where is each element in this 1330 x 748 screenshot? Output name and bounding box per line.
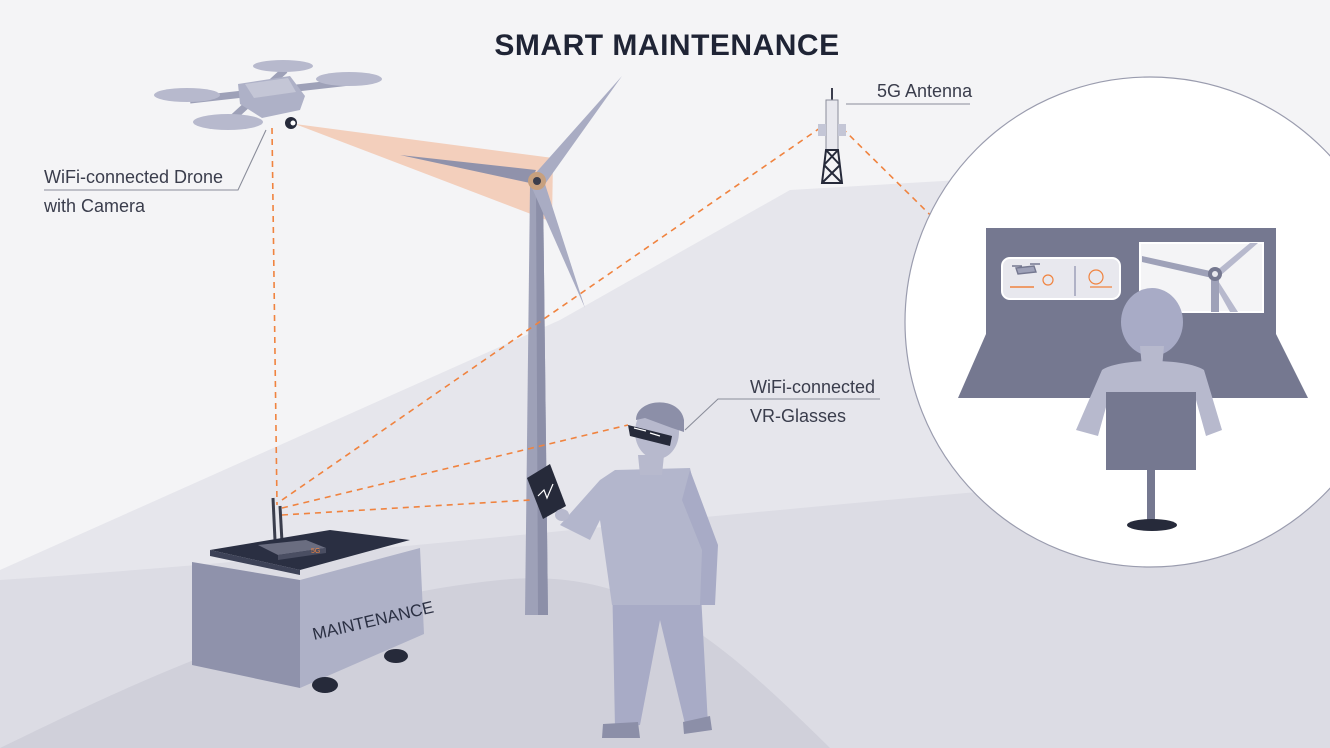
vr-view-gauge [1042,274,1054,286]
glasses-label-line1: WiFi-connected [750,377,875,397]
robot-side-front [300,548,424,688]
drone-rotor [253,60,313,72]
drone-rotor [193,114,263,130]
camera-view-tower [1211,280,1219,312]
robot-wheel [384,649,408,663]
camera-view-hub-center [1212,271,1218,277]
person-legs [612,575,708,728]
antenna-dish [818,124,826,136]
tablet-screen-line [537,483,554,500]
vr-technician [527,402,718,738]
robot-antenna [278,505,284,543]
vr-view-drone-icon [1012,263,1040,275]
vr-glasses [628,425,672,446]
maintenance-robot: 5G MAINTENANCE [192,497,435,693]
vr-view-target [1088,269,1104,285]
drone-rotor [154,88,220,102]
drone [154,60,382,130]
antenna-lattice [820,149,844,184]
glasses-label-line2: VR-Glasses [750,406,846,426]
camera-view-blade [1215,243,1258,276]
5g-antenna-tower [818,88,846,184]
operator-neck [1140,346,1164,368]
antenna-panel [825,99,839,151]
router-front [278,548,326,560]
glasses-label-leader [684,398,880,431]
person-torso [560,468,715,605]
remote-station [904,76,1330,568]
operator-chair-post [1147,470,1155,522]
drone-body-top [245,78,296,98]
drone-label-line1: WiFi-connected Drone [44,167,223,187]
camera-view-blade [1142,256,1215,278]
wind-turbine [400,76,622,615]
robot-antenna [271,497,277,541]
turbine-blade-left [400,155,536,183]
person-neck [638,455,664,475]
link-drone-robot [271,127,278,506]
router-5g-badge: 5G [311,548,320,555]
link-robot-glasses [281,424,629,509]
turbine-blade-up [533,76,622,184]
vr-glasses-glint [633,427,661,437]
person-hair [636,402,684,432]
robot-wheel [312,677,338,693]
drone-label-leader [44,129,267,191]
person-shoe [602,722,640,738]
router-box [258,540,326,555]
person-arm-right [682,470,718,605]
turbine-hub-center [533,177,541,185]
robot-side-left [192,562,300,688]
page-title: SMART MAINTENANCE [494,29,839,62]
drone-camera-lens [290,120,296,126]
operator-head [1121,288,1183,356]
robot-top-rim [210,550,300,575]
camera-cone [295,124,553,222]
operator-chair-base [1127,519,1177,531]
link-robot-tablet [281,499,531,516]
turbine-blade-down [532,184,585,308]
person-shoe [683,716,712,734]
drone-label-line2: with Camera [43,196,146,216]
tablet [527,464,566,519]
antenna-label: 5G Antenna [877,81,973,101]
person-hand [555,509,569,521]
drone-rotor [316,72,382,86]
operator-chair-back [1106,392,1196,470]
antenna-dish [838,124,846,136]
